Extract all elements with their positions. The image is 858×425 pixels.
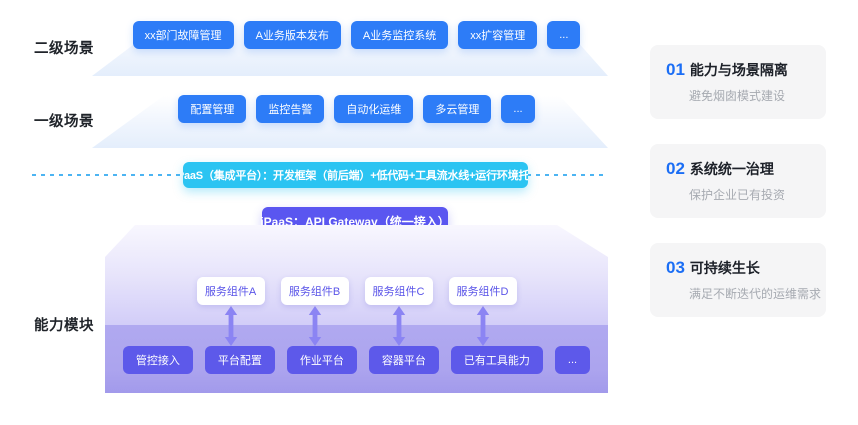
scenario-chip: 配置管理: [178, 95, 247, 123]
benefit-card: 03 可持续生长 满足不断迭代的运维需求: [650, 243, 826, 317]
benefit-title: 系统统一治理: [689, 161, 774, 177]
service-component-card: 服务组件C: [364, 277, 433, 305]
benefit-desc: 保护企业已有投资: [689, 188, 786, 202]
scenario-chip: ...: [547, 21, 581, 49]
benefit-desc: 满足不断迭代的运维需求: [689, 287, 822, 301]
scenario-chip: A业务监控系统: [350, 21, 449, 49]
benefit-list: 01 能力与场景隔离 避免烟囱模式建设 02 系统统一治理 保护企业已有投资 0…: [650, 45, 826, 317]
double-arrow-icon: [281, 306, 349, 346]
scenario-chip: 监控告警: [256, 95, 325, 123]
benefit-card: 01 能力与场景隔离 避免烟囱模式建设: [650, 45, 826, 119]
benefit-head: 03 可持续生长: [666, 258, 810, 278]
benefit-card: 02 系统统一治理 保护企业已有投资: [650, 144, 826, 218]
scenario-chip: xx部门故障管理: [132, 21, 234, 49]
scenario-chip: xx扩容管理: [458, 21, 538, 49]
service-component-card: 服务组件B: [280, 277, 349, 305]
tool-chip: ...: [554, 346, 591, 374]
service-component-row: 服务组件A 服务组件B 服务组件C 服务组件D: [105, 277, 608, 305]
label-level1-scenario: 一级场景: [34, 114, 94, 130]
service-component-card: 服务组件D: [448, 277, 517, 305]
scenario-chip: ...: [501, 95, 535, 123]
level2-scenario-row: xx部门故障管理 A业务版本发布 A业务监控系统 xx扩容管理 ...: [105, 21, 608, 49]
benefit-head: 01 能力与场景隔离: [666, 60, 810, 80]
capability-tools-row: 管控接入 平台配置 作业平台 容器平台 已有工具能力 ...: [105, 346, 608, 374]
level1-scenario-row: 配置管理 监控告警 自动化运维 多云管理 ...: [105, 95, 608, 123]
apaas-banner: aPaaS（集成平台）：开发框架（前后端）+低代码+工具流水线+运行环境托管: [183, 162, 528, 188]
tool-chip: 容器平台: [368, 346, 439, 374]
benefit-number: 03: [666, 258, 685, 277]
double-arrow-icon: [365, 306, 433, 346]
scenario-chip: 自动化运维: [334, 95, 414, 123]
label-level2-scenario: 二级场景: [34, 41, 94, 57]
tool-chip: 作业平台: [286, 346, 357, 374]
double-arrow-icon: [197, 306, 265, 346]
tool-chip: 平台配置: [204, 346, 275, 374]
tool-chip: 管控接入: [122, 346, 193, 374]
benefit-number: 01: [666, 60, 685, 79]
benefit-head: 02 系统统一治理: [666, 159, 810, 179]
scenario-chip: A业务版本发布: [243, 21, 341, 49]
double-arrow-icon: [449, 306, 517, 346]
label-capability-module: 能力模块: [34, 318, 94, 334]
benefit-title: 能力与场景隔离: [689, 62, 788, 78]
arrow-row: [105, 306, 608, 346]
scenario-chip: 多云管理: [423, 95, 492, 123]
benefit-desc: 避免烟囱模式建设: [689, 89, 786, 103]
benefit-title: 可持续生长: [689, 260, 760, 276]
tool-chip: 已有工具能力: [450, 346, 543, 374]
benefit-number: 02: [666, 159, 685, 178]
service-component-card: 服务组件A: [196, 277, 265, 305]
